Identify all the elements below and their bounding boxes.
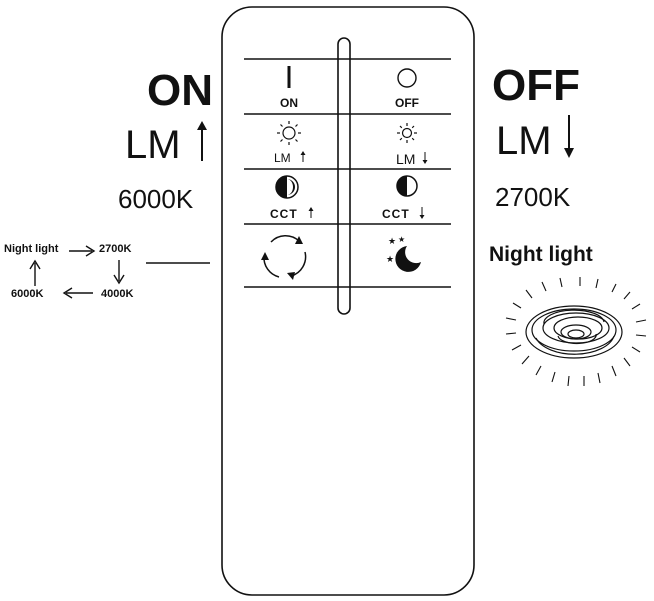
cct-up-button-text: CCT [270, 207, 298, 221]
half-moon-light-icon [396, 175, 418, 197]
night-light-title: Night light [489, 243, 593, 266]
cycle-2700k: 2700K [99, 243, 132, 255]
svg-text:★: ★ [388, 237, 396, 247]
cct-down-button-text: CCT [382, 207, 410, 221]
cct-down-button[interactable]: CCT [377, 173, 437, 221]
sun-small-icon [397, 123, 417, 143]
on-label: ON [147, 66, 213, 115]
lm-down-button[interactable]: LM [377, 118, 437, 166]
night-light-button[interactable]: ★ ★ ★ ★ [377, 230, 437, 282]
cct-up-button-label: CCT [270, 208, 298, 220]
remote-body [221, 6, 475, 596]
small-up-arrow-icon [308, 207, 314, 218]
svg-text:★: ★ [398, 235, 405, 244]
on-button[interactable]: ON [259, 64, 319, 110]
lm-up-button-label: LM [274, 152, 291, 164]
arrow-down-icon [113, 260, 125, 285]
lm-down-arrow-icon [564, 115, 574, 158]
power-off-icon [397, 68, 417, 88]
cct-up-button[interactable]: CCT [259, 173, 319, 221]
small-down-arrow-icon [422, 152, 428, 164]
lm-up-arrow-icon [197, 121, 207, 161]
remote-center-slot [337, 37, 351, 315]
cycle-4000k: 4000K [101, 288, 134, 300]
lm-down-text: LM [496, 119, 552, 163]
temp-6000k-label: 6000K [118, 184, 194, 214]
moon-stars-icon: ★ ★ ★ ★ [386, 235, 421, 272]
arrow-up-icon [29, 259, 41, 286]
power-on-icon [287, 66, 291, 88]
on-button-label: ON [280, 96, 298, 110]
refresh-cycle-icon [261, 235, 307, 280]
arrow-right-icon [69, 245, 96, 257]
cycle-night-light: Night light [4, 243, 59, 255]
lm-up-button-text: LM [274, 151, 291, 165]
off-label: OFF [492, 61, 580, 110]
svg-text:★: ★ [386, 255, 394, 265]
svg-text:★: ★ [396, 249, 403, 258]
arrow-left-icon [62, 287, 93, 299]
temp-2700k-label: 2700K [495, 182, 571, 212]
cct-down-button-label: CCT [382, 208, 410, 220]
lm-up-button[interactable]: LM [259, 118, 319, 166]
lm-down-button-text: LM [396, 151, 416, 167]
cycle-button[interactable] [255, 230, 315, 282]
lm-down-label: LM [496, 121, 552, 161]
sun-icon [277, 121, 301, 145]
lm-down-button-label: LM [396, 152, 415, 166]
half-moon-dark-icon [275, 175, 299, 199]
lm-up-text: LM [125, 123, 181, 167]
off-button[interactable]: OFF [377, 64, 437, 110]
ceiling-lamp-icon [505, 277, 647, 387]
lm-up-label: LM [125, 125, 181, 165]
small-up-arrow-icon [300, 151, 306, 162]
cycle-6000k: 6000K [11, 288, 44, 300]
small-down-arrow-icon [419, 207, 425, 219]
off-button-label: OFF [395, 96, 419, 110]
